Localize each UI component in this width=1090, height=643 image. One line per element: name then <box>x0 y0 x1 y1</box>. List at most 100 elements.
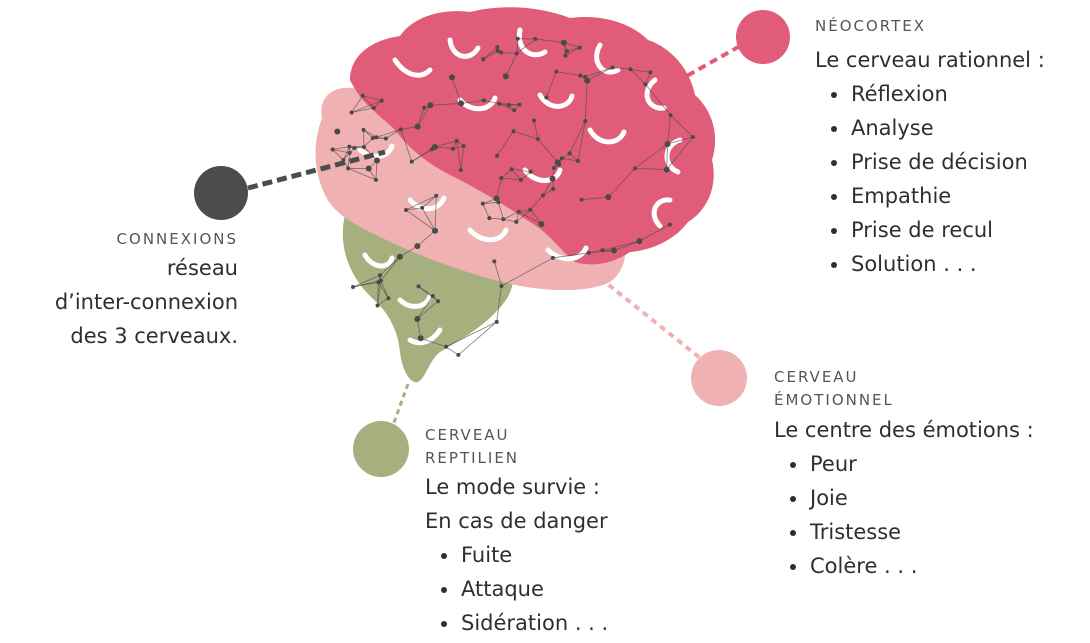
network-node <box>549 175 556 182</box>
network-node <box>611 247 618 254</box>
connexions-connector <box>247 149 386 191</box>
network-node <box>414 315 421 322</box>
network-edge <box>630 68 651 73</box>
network-edge <box>352 280 382 288</box>
network-node <box>605 194 612 201</box>
network-edge <box>535 38 564 44</box>
network-edge <box>533 120 539 140</box>
network-node <box>448 74 455 81</box>
network-edge <box>634 143 668 169</box>
network-node <box>416 284 421 289</box>
network-edge <box>501 177 521 181</box>
network-edge <box>542 188 554 196</box>
network-node <box>663 166 670 173</box>
network-edge <box>505 53 518 77</box>
network-edge <box>483 99 500 105</box>
neocortex-marker <box>736 10 790 64</box>
network-edge <box>347 152 351 169</box>
brain-illustration <box>315 7 716 383</box>
network-edge <box>537 138 559 163</box>
network-node <box>493 195 500 202</box>
network-node <box>495 49 500 54</box>
network-node <box>528 207 533 212</box>
network-node <box>330 147 335 152</box>
network-edge <box>351 100 382 113</box>
neocortex-subtitle: Le cerveau rationnel : <box>815 48 1045 72</box>
network-edge <box>496 178 502 199</box>
network-node <box>583 119 588 124</box>
list-item: Analyse <box>825 111 1045 145</box>
list-item: Prise de décision <box>825 145 1045 179</box>
network-edge <box>565 47 581 57</box>
connexions-line: des 3 cerveaux. <box>70 324 238 348</box>
network-edge <box>405 209 436 232</box>
network-edge <box>503 211 519 220</box>
network-edge <box>362 95 375 109</box>
network-edge <box>581 196 609 200</box>
network-node <box>481 57 486 62</box>
network-edge <box>530 195 544 211</box>
list-item: Fuite <box>435 538 608 572</box>
network-node <box>383 136 388 141</box>
network-edge <box>430 103 462 106</box>
network-edge <box>530 209 542 225</box>
connexions-title: CONNEXIONS <box>116 230 238 248</box>
list-item: Joie <box>784 481 1034 515</box>
network-node <box>563 53 568 58</box>
reptilian-connector <box>390 383 410 429</box>
network-edge <box>416 318 422 339</box>
network-edge <box>380 280 389 299</box>
network-edge <box>634 167 667 171</box>
network-edge <box>667 136 694 145</box>
network-edge <box>456 140 462 171</box>
network-node <box>554 69 559 74</box>
network-node <box>668 113 673 118</box>
network-node <box>481 98 486 103</box>
network-edge <box>545 71 557 98</box>
network-edge <box>377 280 382 306</box>
list-item: Empathie <box>825 179 1045 213</box>
network-edge <box>352 274 381 288</box>
network-node <box>516 209 521 214</box>
network-node <box>361 144 366 149</box>
network-node <box>578 73 583 78</box>
network-node <box>374 157 381 164</box>
network-edge <box>461 99 484 104</box>
network-node <box>370 136 375 141</box>
network-edge <box>363 137 374 148</box>
network-edge <box>518 211 542 225</box>
network-node <box>567 151 572 156</box>
neocortex-list: Réflexion Analyse Prise de décision Empa… <box>825 77 1045 281</box>
network-node <box>375 303 380 308</box>
network-edge <box>332 149 344 161</box>
reptilian-subtitle1: Le mode survie : <box>425 475 600 499</box>
emotional-subtitle: Le centre des émotions : <box>774 418 1034 442</box>
network-node <box>436 299 441 304</box>
network-edge <box>458 321 498 356</box>
network-node <box>499 176 504 181</box>
network-edge <box>499 103 515 111</box>
network-node <box>538 221 545 228</box>
network-node <box>379 98 384 103</box>
network-node <box>334 128 341 135</box>
network-node <box>347 144 352 149</box>
list-item: Solution . . . <box>825 247 1045 281</box>
network-edge <box>503 218 517 223</box>
reptilian-marker <box>353 421 409 477</box>
network-node <box>347 150 352 155</box>
network-edge <box>460 145 465 171</box>
network-nodes <box>330 36 695 357</box>
network-node <box>632 166 637 171</box>
network-node <box>533 36 538 41</box>
reptilian-title-line2: REPTILIEN <box>425 449 520 467</box>
emotional-title-line2: ÉMOTIONNEL <box>774 391 894 409</box>
network-edge <box>351 95 364 113</box>
network-edge <box>417 107 425 127</box>
network-edge <box>608 168 636 198</box>
network-node <box>565 49 570 54</box>
connexions-line: d’inter-connexion <box>54 290 238 314</box>
network-node <box>554 159 561 166</box>
network-edge <box>343 146 350 161</box>
network-node <box>456 352 461 357</box>
